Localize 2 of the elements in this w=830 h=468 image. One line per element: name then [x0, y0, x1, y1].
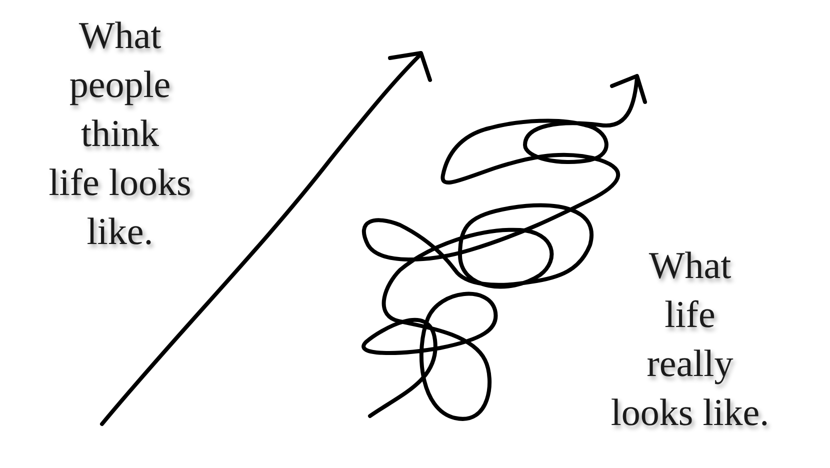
caption-text: What people think life looks like.: [48, 14, 192, 255]
caption-text: What life really looks like.: [610, 244, 770, 436]
